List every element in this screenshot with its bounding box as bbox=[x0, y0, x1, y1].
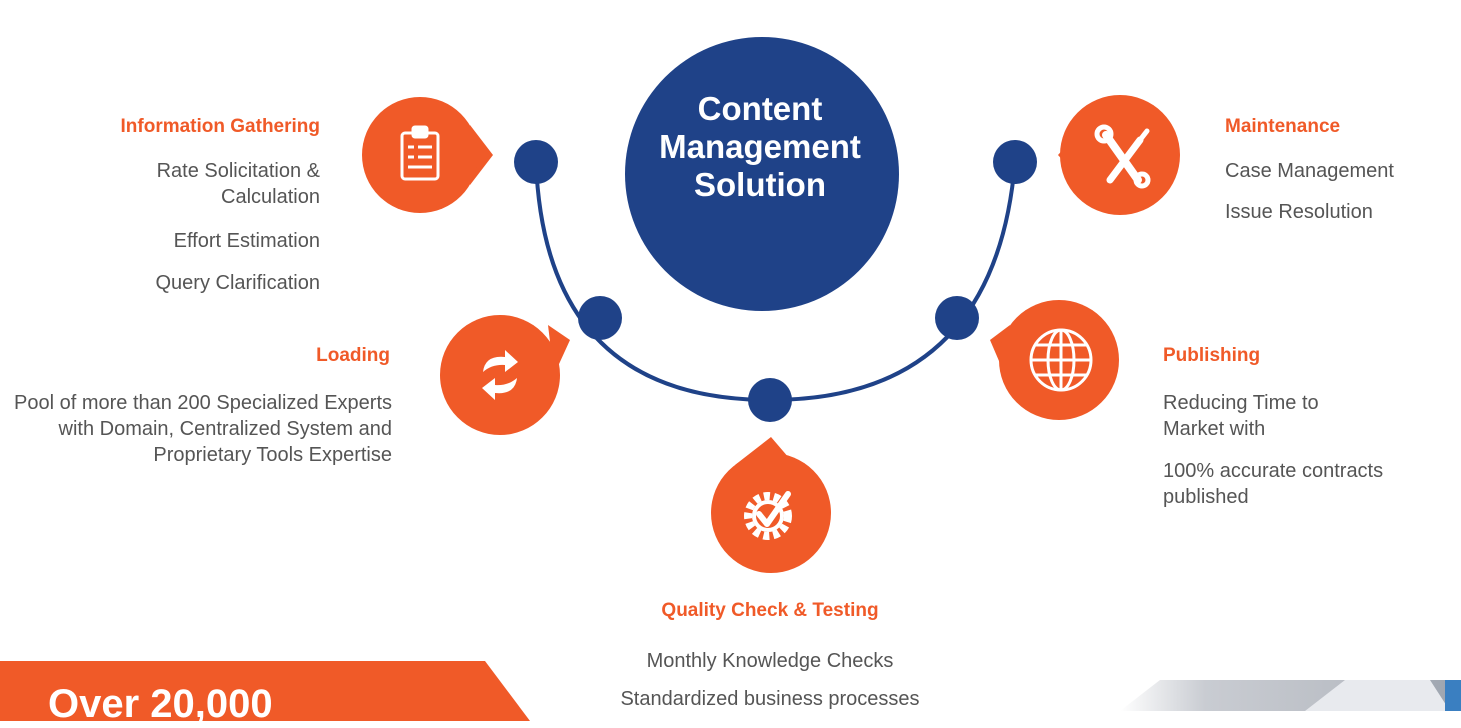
node-info-gathering bbox=[514, 140, 558, 184]
quality-check-item-2: Standardized business processes bbox=[620, 688, 920, 710]
gear-check-icon bbox=[744, 491, 792, 540]
maintenance-item-2: Issue Resolution bbox=[1225, 201, 1373, 223]
info-gathering-item-2: Effort Estimation bbox=[173, 230, 320, 252]
publishing-title: Publishing bbox=[1163, 345, 1261, 366]
process-diagram bbox=[362, 37, 1180, 573]
node-publishing bbox=[935, 296, 979, 340]
info-gathering-item-1: Rate Solicitation & Calculation bbox=[156, 160, 320, 208]
maintenance-item-1: Case Management bbox=[1225, 160, 1394, 182]
loading-item-1: Pool of more than 200 Specialized Expert… bbox=[14, 392, 392, 466]
info-gathering-item-3: Query Clarification bbox=[155, 272, 320, 294]
decorative-photo bbox=[1120, 680, 1461, 711]
info-gathering-title: Information Gathering bbox=[120, 116, 321, 137]
hub-line-2: Management bbox=[659, 128, 861, 165]
hub-line-1: Content bbox=[697, 90, 823, 127]
hub-title: Content Management Solution bbox=[630, 90, 890, 204]
node-loading bbox=[578, 296, 622, 340]
info-gathering-badge bbox=[362, 97, 493, 213]
publishing-item-1: Reducing Time to Market with bbox=[1163, 392, 1319, 440]
clipboard-icon bbox=[400, 125, 440, 181]
loading-badge bbox=[440, 315, 570, 435]
node-maintenance bbox=[993, 140, 1037, 184]
refresh-icon bbox=[482, 350, 518, 400]
hub-line-3: Solution bbox=[694, 166, 826, 203]
stats-banner-text: Over 20,000 bbox=[48, 682, 273, 726]
tools-icon bbox=[1094, 124, 1151, 189]
maintenance-title: Maintenance bbox=[1225, 116, 1341, 137]
quality-check-title: Quality Check & Testing bbox=[661, 600, 879, 621]
hub-circle bbox=[625, 37, 899, 311]
publishing-item-2: 100% accurate contracts published bbox=[1163, 460, 1384, 508]
loading-title: Loading bbox=[316, 345, 390, 366]
node-quality-check bbox=[748, 378, 792, 422]
quality-check-badge bbox=[711, 437, 831, 573]
globe-icon bbox=[1029, 328, 1093, 392]
quality-check-item-1: Monthly Knowledge Checks bbox=[646, 650, 894, 672]
